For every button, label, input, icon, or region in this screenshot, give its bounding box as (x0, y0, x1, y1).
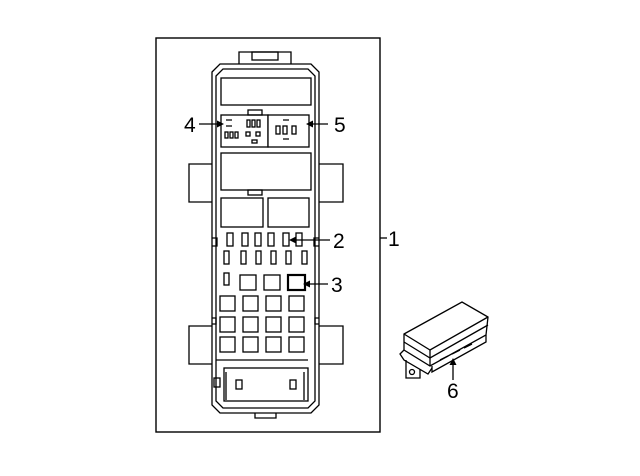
relay-4 (220, 109, 269, 148)
callout-3: 3 (331, 274, 343, 297)
middle-cavity (220, 152, 312, 191)
mid-pocket-left (220, 197, 264, 228)
relay-5 (267, 114, 310, 148)
top-cavity (220, 77, 312, 106)
callout-4: 4 (184, 114, 196, 137)
mid-pocket-right (267, 197, 310, 228)
arrowheads (217, 120, 457, 365)
module-part-6 (399, 301, 489, 379)
callout-5: 5 (334, 114, 346, 137)
callout-2: 2 (333, 230, 345, 253)
callout-6: 6 (447, 380, 459, 403)
mini-fuse-row (223, 232, 308, 286)
junction-block-housing (188, 51, 344, 419)
fuse-grid (219, 273, 307, 353)
bottom-connector (213, 359, 309, 402)
callout-1: 1 (388, 228, 400, 251)
